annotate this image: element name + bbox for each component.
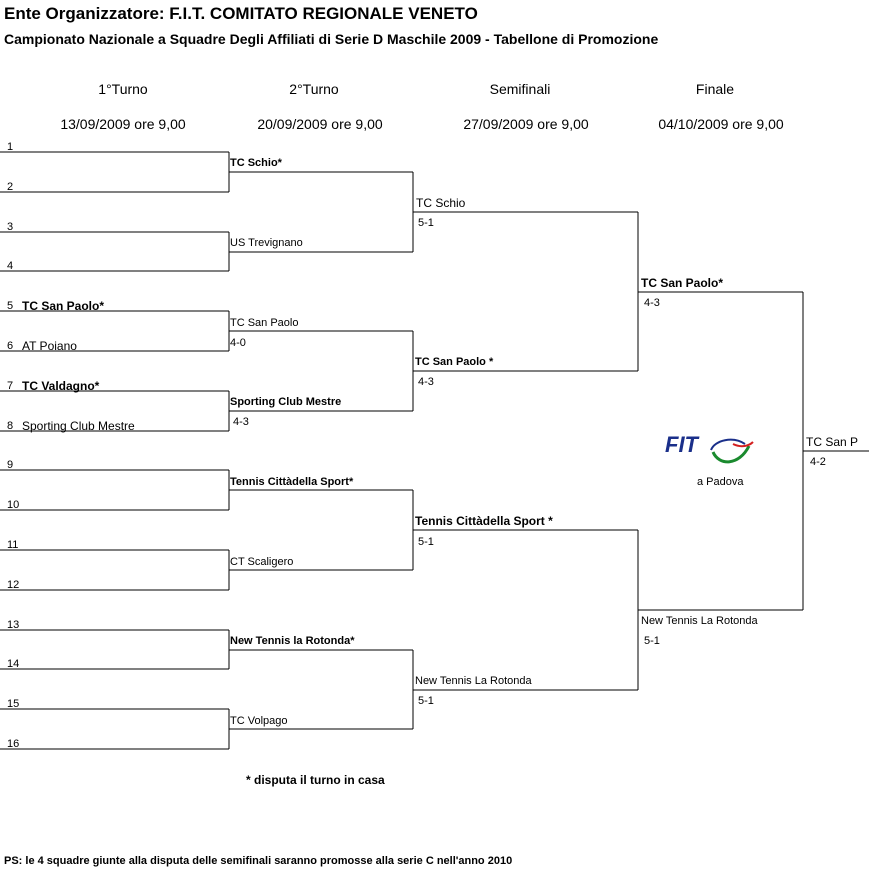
r2-team-5: Tennis Cittàdella Sport* — [230, 476, 354, 488]
slot-number: 15 — [7, 698, 20, 711]
fit-logo-text: FIT — [665, 432, 700, 457]
final-score-2: 5-1 — [644, 635, 660, 647]
final-team-1: TC San Paolo* — [641, 276, 724, 290]
r2-team-4: Sporting Club Mestre — [230, 396, 342, 408]
sf-team-4: New Tennis La Rotonda — [415, 675, 532, 687]
round-1-date: 13/09/2009 ore 9,00 — [60, 116, 186, 132]
slot-number: 13 — [7, 618, 20, 631]
r2-team-2: US Trevignano — [230, 237, 303, 249]
semifinal-date: 27/09/2009 ore 9,00 — [463, 116, 589, 132]
r1-team: TC San Paolo* — [22, 299, 105, 314]
final-score-1: 4-3 — [644, 297, 660, 309]
sf-team-1: TC Schio — [416, 196, 466, 210]
r1-team: AT Poiano — [22, 339, 77, 353]
r2-team-7: New Tennis la Rotonda* — [230, 635, 355, 647]
fit-logo: FIT — [665, 432, 754, 464]
ps-note: PS: le 4 squadre giunte alla disputa del… — [4, 855, 513, 867]
sf-score-2: 4-3 — [418, 376, 434, 388]
final-date: 04/10/2009 ore 9,00 — [658, 116, 784, 132]
slot-number: 4 — [7, 260, 14, 273]
final-team-2: New Tennis La Rotonda — [641, 615, 758, 627]
r1-team: TC Valdagno* — [22, 378, 100, 393]
slot-number: 10 — [7, 499, 20, 512]
semifinal-title: Semifinali — [489, 81, 551, 97]
page-title: Ente Organizzatore: F.I.T. COMITATO REGI… — [4, 4, 478, 23]
r2-team-3: TC San Paolo — [230, 317, 299, 329]
slot-number: 5 — [7, 300, 14, 313]
r2-team-1: TC Schio* — [230, 157, 282, 169]
sf-team-2: TC San Paolo * — [415, 356, 494, 368]
slot-number: 9 — [7, 459, 14, 472]
slot-number: 8 — [7, 419, 14, 432]
r2-team-8: TC Volpago — [230, 715, 288, 727]
slot-number: 12 — [7, 578, 20, 591]
r1-team: Sporting Club Mestre — [22, 418, 135, 433]
slot-number: 2 — [7, 180, 14, 193]
slot-number: 16 — [7, 738, 20, 750]
sf-score-3: 5-1 — [418, 536, 434, 548]
sf-score-4: 5-1 — [418, 695, 434, 707]
winner-team: TC San P — [806, 435, 859, 449]
slot-number: 11 — [7, 539, 19, 551]
round-2-date: 20/09/2009 ore 9,00 — [257, 116, 383, 132]
sf-team-3: Tennis Cittàdella Sport * — [415, 514, 553, 528]
footnote: * disputa il turno in casa — [246, 773, 385, 787]
sf-score-1: 5-1 — [418, 217, 434, 229]
slot-number: 7 — [7, 379, 14, 392]
winner-score: 4-2 — [810, 456, 826, 468]
logo-caption: a Padova — [697, 476, 744, 488]
slot-number: 6 — [7, 340, 14, 352]
slot-number: 14 — [7, 658, 20, 671]
round-1-title: 1°Turno — [98, 81, 148, 97]
r2-score-4: 4-3 — [233, 416, 249, 428]
round-2-title: 2°Turno — [289, 81, 339, 97]
slot-number: 3 — [7, 220, 14, 233]
fit-logo-arc-red — [732, 441, 754, 448]
slot-number: 1 — [7, 141, 14, 153]
final-title: Finale — [695, 81, 735, 97]
r2-team-6: CT Scaligero — [230, 556, 294, 568]
page-subtitle: Campionato Nazionale a Squadre Degli Aff… — [4, 31, 659, 47]
fit-logo-arc-blue — [710, 438, 746, 451]
r2-score-3: 4-0 — [230, 337, 246, 349]
fit-logo-arc-green — [711, 445, 751, 464]
